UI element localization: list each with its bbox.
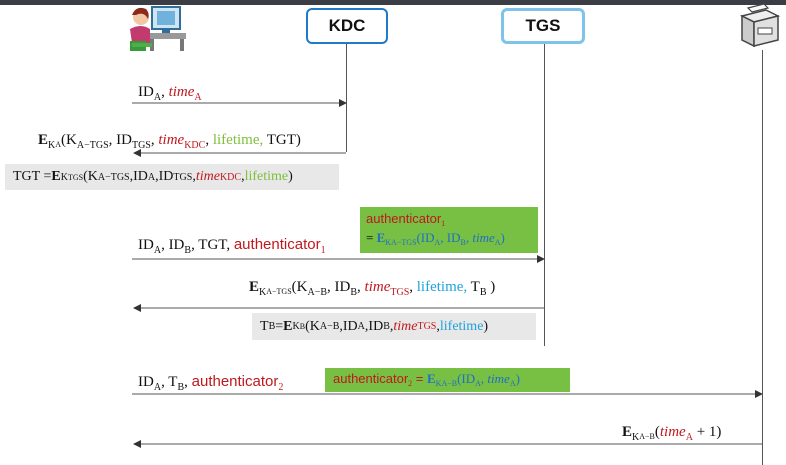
msg6-label: EKA−B(timeA + 1) — [622, 424, 722, 443]
msg4-label: EKA−TGS(KA−B, IDB, timeTGS, lifetime, TB… — [249, 279, 496, 298]
tgs-label: TGS — [525, 16, 561, 35]
msg5-label: IDA, TB, authenticator2 — [138, 373, 284, 393]
printer-server-icon — [739, 3, 781, 48]
msg1-label: IDA, timeA — [138, 84, 202, 103]
authenticator1-box: authenticator1 = EKA−TGS(IDA, IDB, timeA… — [360, 207, 538, 253]
msg2-label: EKA(KA−TGS, IDTGS, timeKDC, lifetime, TG… — [38, 132, 301, 151]
kdc-label: KDC — [328, 16, 366, 35]
authenticator2-box: authenticator2 = EKA−B(IDA, timeA) — [325, 368, 570, 392]
kdc-lifeline — [346, 44, 347, 152]
window-top-bar — [0, 0, 786, 5]
user-at-computer-icon — [130, 6, 186, 51]
server-lifeline — [762, 50, 763, 465]
kdc-box: KDC — [306, 8, 388, 44]
tgs-lifeline — [544, 44, 545, 346]
tgs-box: TGS — [501, 8, 585, 44]
msg3-label: IDA, IDB, TGT, authenticator1 — [138, 236, 326, 256]
